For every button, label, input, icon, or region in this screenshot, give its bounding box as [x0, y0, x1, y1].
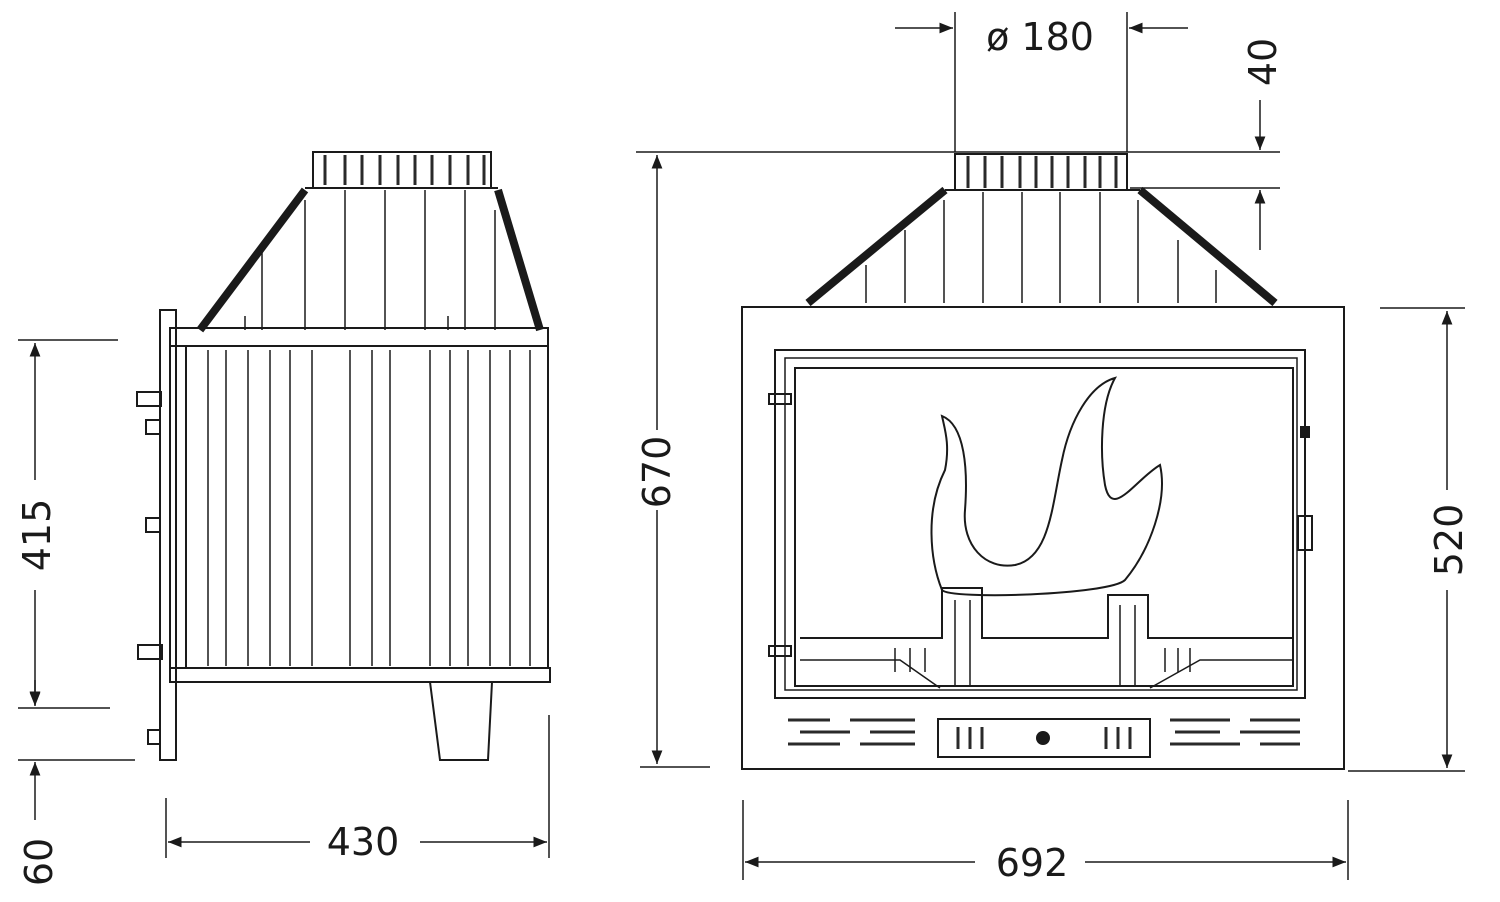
front-view: [741, 153, 1345, 770]
dim-flue-diameter: ø 180: [986, 15, 1094, 59]
front-outer-frame: [741, 306, 1345, 770]
front-door: [768, 349, 1313, 699]
dim-side-width: 430: [327, 820, 400, 864]
air-control-knob: [1036, 731, 1050, 745]
dim-front-width: 692: [996, 841, 1069, 885]
hinge-bottom: [768, 645, 792, 657]
dimension-lines: [18, 12, 1465, 880]
front-flue-collar: [954, 153, 1128, 191]
door-handle: [1297, 515, 1313, 551]
dim-total-height: 670: [635, 436, 679, 509]
flame-illustration: [800, 376, 1293, 689]
dim-body-height: 520: [1427, 504, 1471, 577]
side-view: [136, 151, 551, 761]
side-flue-collar: [312, 151, 492, 189]
dim-leg-height: 60: [17, 838, 61, 886]
front-hood: [805, 186, 1278, 307]
dim-door-height: 415: [15, 499, 59, 572]
vent-slots: [788, 718, 1300, 746]
side-body: [169, 327, 551, 683]
side-hood: [196, 187, 544, 333]
air-control-bar: [937, 718, 1151, 758]
hinge-top: [768, 393, 792, 405]
side-front-plate: [136, 309, 177, 761]
latch-top: [1300, 426, 1310, 438]
dim-collar-height: 40: [1241, 38, 1285, 86]
side-leg: [429, 681, 493, 761]
